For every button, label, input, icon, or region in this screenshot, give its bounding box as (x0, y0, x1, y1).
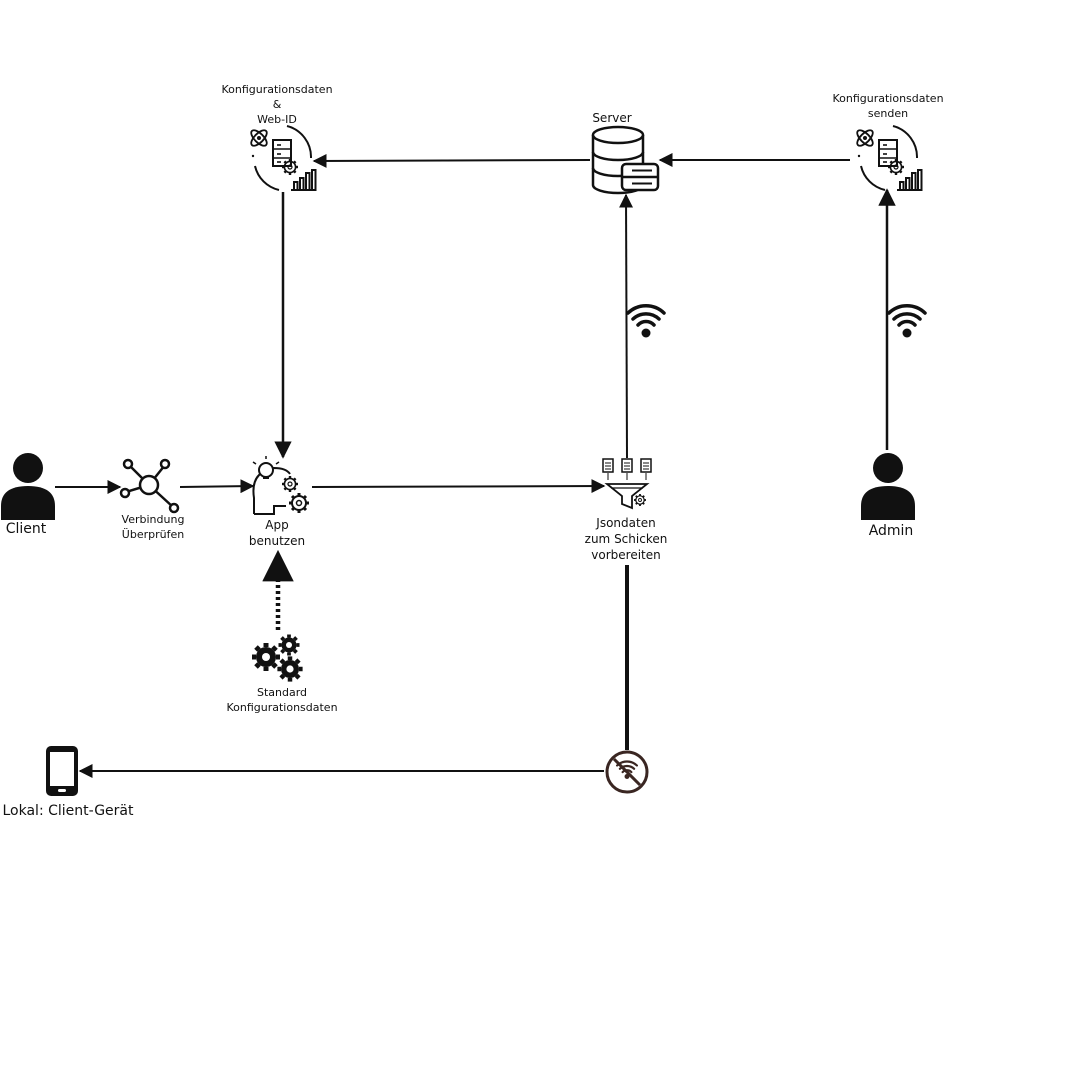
standard-label: Standard Konfigurationsdaten (212, 686, 352, 716)
config-left-line-1: Konfigurationsdaten (221, 83, 333, 96)
config-left-label: Konfigurationsdaten & Web-ID (197, 83, 357, 128)
connectors (55, 153, 896, 778)
person-icon (861, 453, 915, 520)
smartphone-icon (46, 746, 78, 796)
arrow-verbindung-to-app (179, 479, 255, 494)
app-line-1: App (265, 518, 289, 532)
server-label: Server (592, 111, 632, 125)
verbindung-line-1: Verbindung (121, 513, 185, 526)
config-data-icon (249, 126, 316, 190)
arrow-app-to-json (311, 479, 606, 494)
config-left-line-2: & (272, 97, 282, 111)
wifi-icon (887, 304, 927, 340)
config-right-label: Konfigurationsdaten senden (808, 92, 968, 122)
database-server-icon (591, 125, 660, 195)
lokal-label: Lokal: Client-Gerät (2, 803, 134, 819)
client-label: Client (5, 521, 47, 537)
config-right-line-1: Konfigurationsdaten (832, 92, 944, 105)
arrow-json-to-server (619, 193, 634, 459)
verbindung-line-2: Überprüfen (121, 527, 185, 541)
json-line-3: vorbereiten (591, 548, 661, 563)
json-line-2: zum Schicken (584, 532, 668, 547)
admin-label: Admin (868, 523, 914, 539)
json-label: Jsondaten zum Schicken vorbereiten (566, 515, 686, 564)
app-line-2: benutzen (248, 534, 306, 549)
network-hub-icon (119, 458, 180, 514)
standard-line-1: Standard (256, 686, 308, 699)
standard-line-2: Konfigurationsdaten (226, 700, 338, 714)
verbindung-label: Verbindung Überprüfen (103, 513, 203, 543)
config-data-icon (855, 126, 922, 190)
no-wifi-icon (605, 750, 649, 794)
person-icon (1, 453, 55, 520)
json-line-1: Jsondaten (596, 516, 656, 530)
arrow-server-to-config-left (312, 153, 591, 168)
json-funnel-icon (602, 458, 652, 510)
app-label: App benutzen (227, 517, 327, 549)
config-right-line-2: senden (867, 106, 909, 120)
config-left-line-3: Web-ID (257, 112, 297, 126)
app-idea-icon (252, 456, 311, 515)
wifi-icon (626, 304, 666, 340)
gears-icon (252, 632, 303, 682)
